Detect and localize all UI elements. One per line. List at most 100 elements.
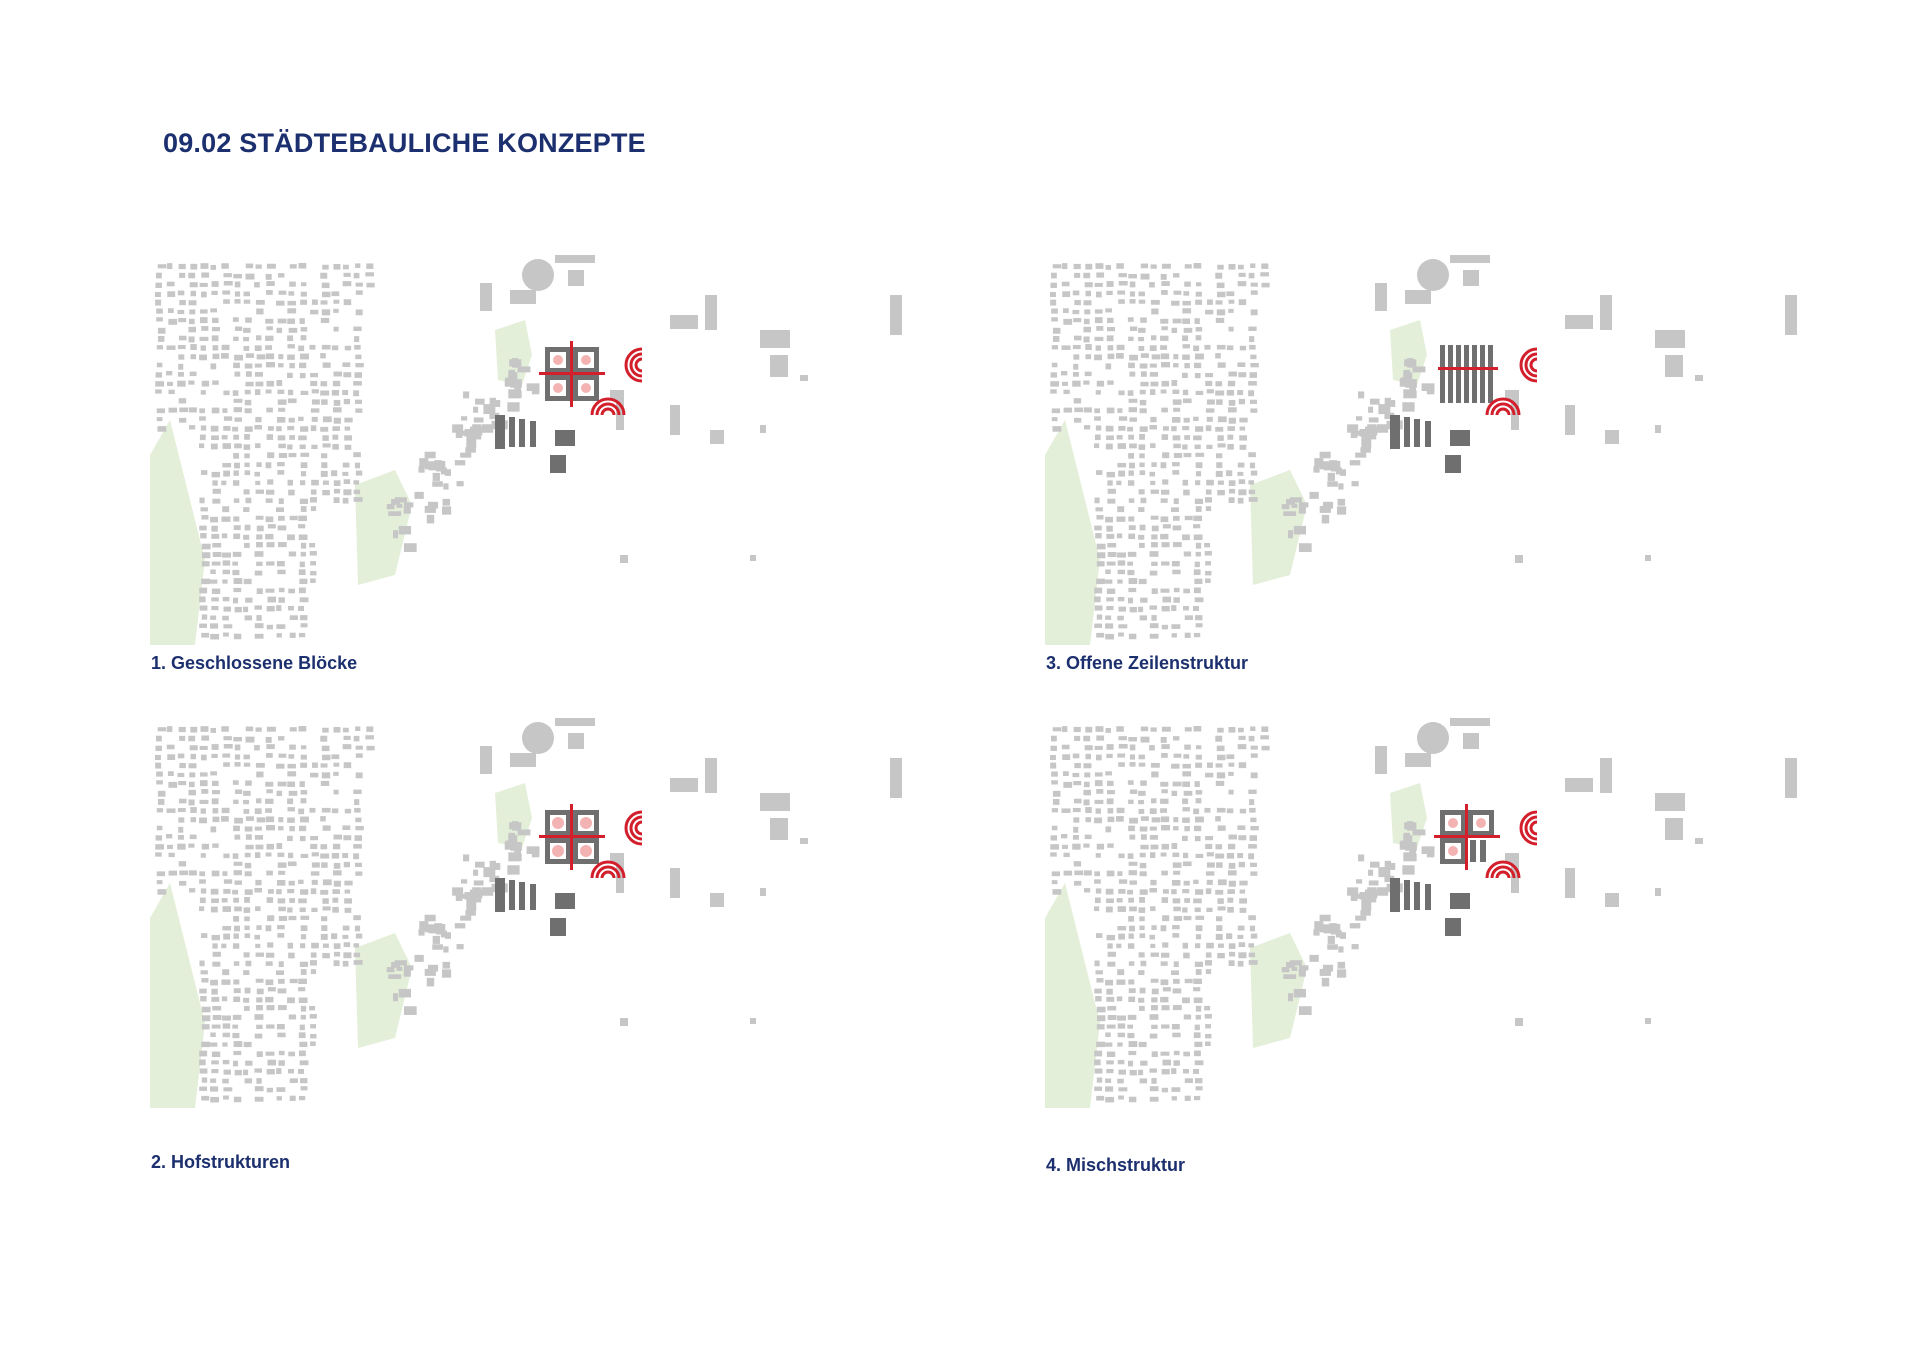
green-strip-west [1045, 883, 1100, 1108]
caption-concept-3: 3. Offene Zeilenstruktur [1046, 653, 1249, 673]
large-building [760, 793, 790, 811]
large-building [710, 430, 724, 444]
large-building [1600, 758, 1612, 793]
large-building [568, 270, 584, 286]
site-plan-svg [1045, 718, 1797, 1108]
large-building [1600, 295, 1612, 330]
site-plan-offene-zeilenstruktur [1045, 255, 1825, 645]
residential-buildings [155, 726, 375, 1103]
settlement-buildings [1281, 358, 1435, 552]
large-building [890, 758, 902, 798]
large-building [670, 405, 680, 435]
site-plan-geschlossene-bloecke [150, 255, 930, 645]
large-building [770, 818, 788, 840]
large-building [555, 255, 595, 263]
green-strip-west [1045, 420, 1100, 645]
caption-concept-1: 1. Geschlossene Blöcke [151, 653, 358, 673]
rotunda-building [1417, 259, 1449, 291]
large-building [1375, 283, 1387, 311]
large-building [1655, 425, 1661, 433]
large-building [890, 295, 902, 335]
large-building [510, 290, 536, 304]
residential-buildings [1050, 726, 1270, 1103]
large-building [1785, 295, 1797, 335]
site-plan-hofstrukturen [150, 718, 930, 1108]
noise-symbol-east [1519, 347, 1538, 383]
large-building [620, 555, 628, 563]
new-development-mixed [1434, 804, 1500, 870]
new-development-blocks [539, 341, 605, 407]
green-strip-west [150, 420, 205, 645]
large-building [1605, 430, 1619, 444]
caption-concept-2: 2. Hofstrukturen [151, 1152, 291, 1172]
site-plan-svg [150, 718, 902, 1108]
site-plan-mischstruktur [1045, 718, 1825, 1108]
large-building [1605, 893, 1619, 907]
settlement-buildings [1281, 821, 1435, 1015]
large-building [1450, 718, 1490, 726]
large-building [1450, 255, 1490, 263]
rotunda-building [522, 259, 554, 291]
noise-symbol-east [1519, 810, 1538, 846]
new-development-rows [1438, 345, 1498, 403]
noise-symbol-south [590, 397, 626, 416]
existing-buildings [495, 415, 575, 473]
rotunda-building [522, 722, 554, 754]
settlement-buildings [386, 821, 540, 1015]
large-building [705, 295, 717, 330]
large-building [710, 893, 724, 907]
large-building [510, 753, 536, 767]
green-strip-west [150, 883, 205, 1108]
large-building [1655, 330, 1685, 348]
large-building [1405, 753, 1431, 767]
large-building [568, 733, 584, 749]
large-building [1565, 868, 1575, 898]
large-building [750, 1018, 756, 1024]
large-building [555, 718, 595, 726]
large-building [670, 868, 680, 898]
large-building [760, 888, 766, 896]
large-building [1565, 778, 1593, 792]
large-building [750, 555, 756, 561]
large-building [770, 355, 788, 377]
existing-buildings [495, 878, 575, 936]
large-building [760, 425, 766, 433]
large-building [1463, 270, 1479, 286]
site-plan-svg [150, 255, 902, 645]
existing-buildings [1390, 878, 1470, 936]
large-building [1695, 838, 1703, 844]
large-building [1645, 1018, 1651, 1024]
large-building [1565, 315, 1593, 329]
residential-buildings [155, 263, 375, 640]
noise-symbol-south [1485, 860, 1521, 879]
page-title: 09.02 STÄDTEBAULICHE KONZEPTE [163, 128, 646, 158]
settlement-buildings [386, 358, 540, 552]
noise-symbol-south [1485, 397, 1521, 416]
noise-symbol-south [590, 860, 626, 879]
large-building [1405, 290, 1431, 304]
large-building [1785, 758, 1797, 798]
large-building [670, 315, 698, 329]
site-plan-svg [1045, 255, 1797, 645]
large-building [1463, 733, 1479, 749]
large-building [620, 1018, 628, 1026]
residential-buildings [1050, 263, 1270, 640]
large-building [480, 283, 492, 311]
large-building [1655, 888, 1661, 896]
large-building [800, 375, 808, 381]
large-building [705, 758, 717, 793]
large-building [1695, 375, 1703, 381]
large-building [480, 746, 492, 774]
rotunda-building [1417, 722, 1449, 754]
caption-concept-4: 4. Mischstruktur [1046, 1155, 1186, 1175]
noise-symbol-east [624, 810, 643, 846]
large-building [1375, 746, 1387, 774]
large-building [1645, 555, 1651, 561]
existing-buildings [1390, 415, 1470, 473]
large-building [670, 778, 698, 792]
large-building [1565, 405, 1575, 435]
large-building [1665, 355, 1683, 377]
large-building [1515, 1018, 1523, 1026]
noise-symbol-east [624, 347, 643, 383]
large-building [1655, 793, 1685, 811]
